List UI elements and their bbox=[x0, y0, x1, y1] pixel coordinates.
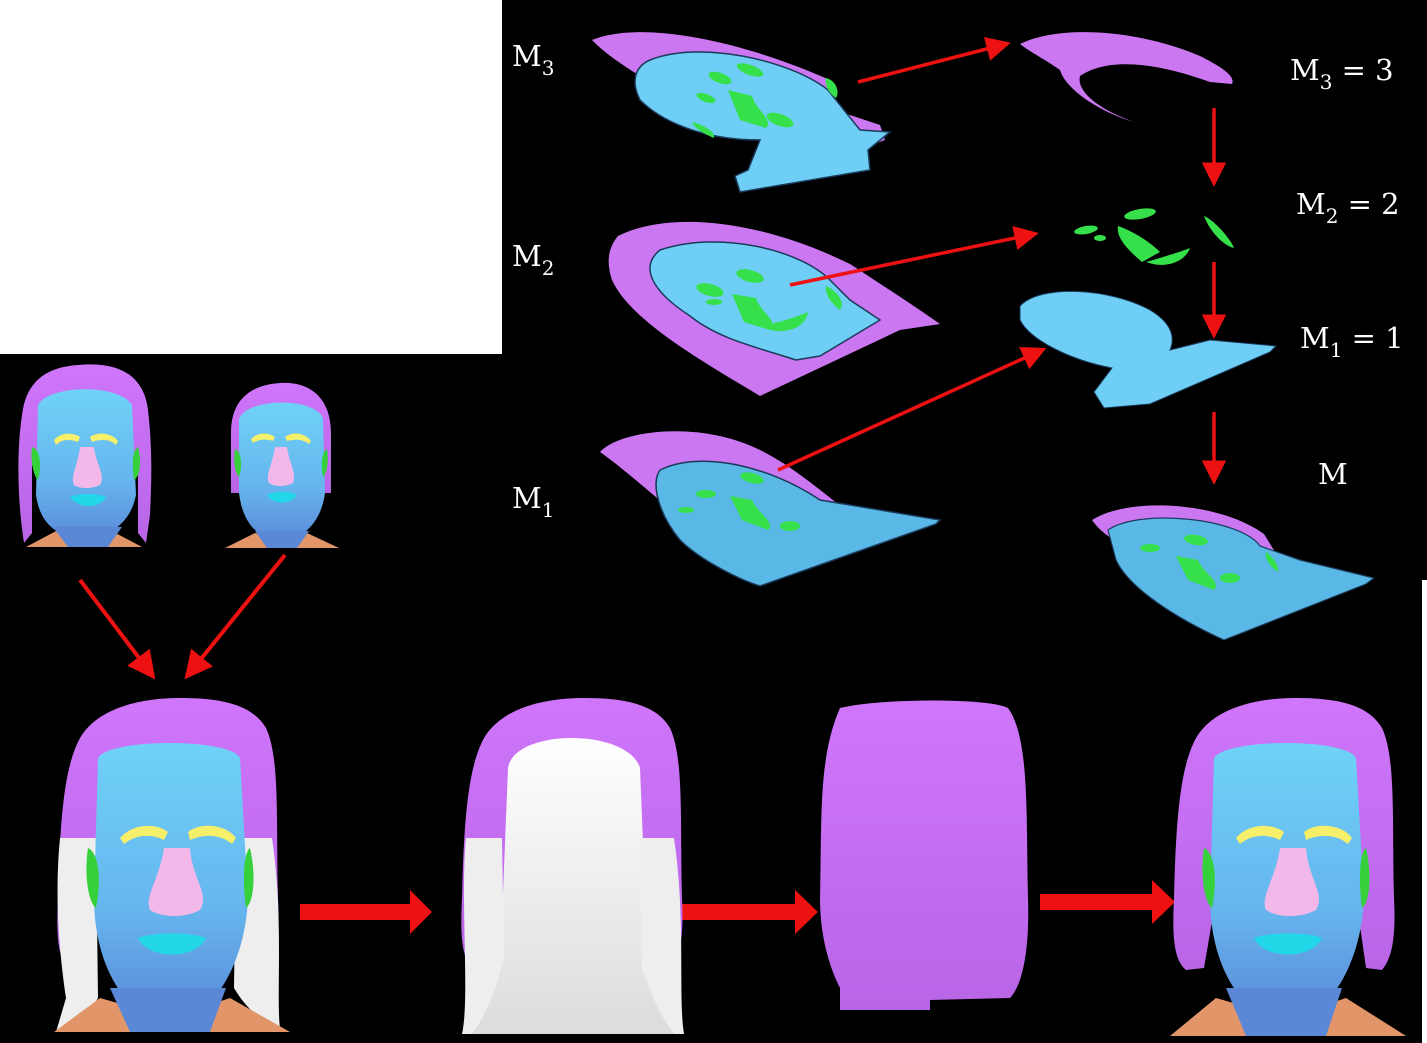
mask-m-final bbox=[1092, 505, 1376, 641]
hair-blob bbox=[820, 700, 1029, 1010]
arrow-right-face-to-merge bbox=[184, 553, 287, 680]
label-m3-right: M3 = 3 bbox=[1290, 53, 1394, 94]
layer-m2-features bbox=[1074, 208, 1234, 265]
mask-m3-input bbox=[592, 32, 892, 193]
arrow-m2-to-layer bbox=[789, 226, 1039, 287]
source-face-right bbox=[225, 382, 339, 548]
label-m1-right: M1 = 1 bbox=[1300, 321, 1404, 362]
label-m2-left: M2 bbox=[512, 239, 554, 280]
thick-arrow-1 bbox=[300, 890, 432, 934]
label-m2-right: M2 = 2 bbox=[1296, 187, 1400, 228]
layer-m3-hair bbox=[1020, 32, 1233, 122]
label-m3-left: M3 bbox=[512, 39, 554, 80]
label-m-final: M bbox=[1318, 457, 1348, 491]
mask-m1-input bbox=[600, 431, 942, 587]
arrow-m3-to-layer bbox=[857, 37, 1011, 84]
merged-face bbox=[54, 698, 290, 1032]
layer-m1-skin bbox=[1019, 290, 1278, 409]
thick-arrow-3 bbox=[1040, 880, 1175, 924]
final-face bbox=[1170, 698, 1406, 1036]
arrow-m1-to-layer bbox=[777, 346, 1047, 472]
arrow-left-face-to-merge bbox=[78, 578, 156, 680]
thick-arrow-2 bbox=[682, 890, 818, 934]
background-right-strip bbox=[1422, 580, 1427, 1043]
mask-m2-input bbox=[608, 221, 940, 396]
source-face-left bbox=[18, 364, 152, 547]
label-m1-left: M1 bbox=[512, 481, 554, 522]
hair-with-white-region bbox=[461, 698, 684, 1034]
